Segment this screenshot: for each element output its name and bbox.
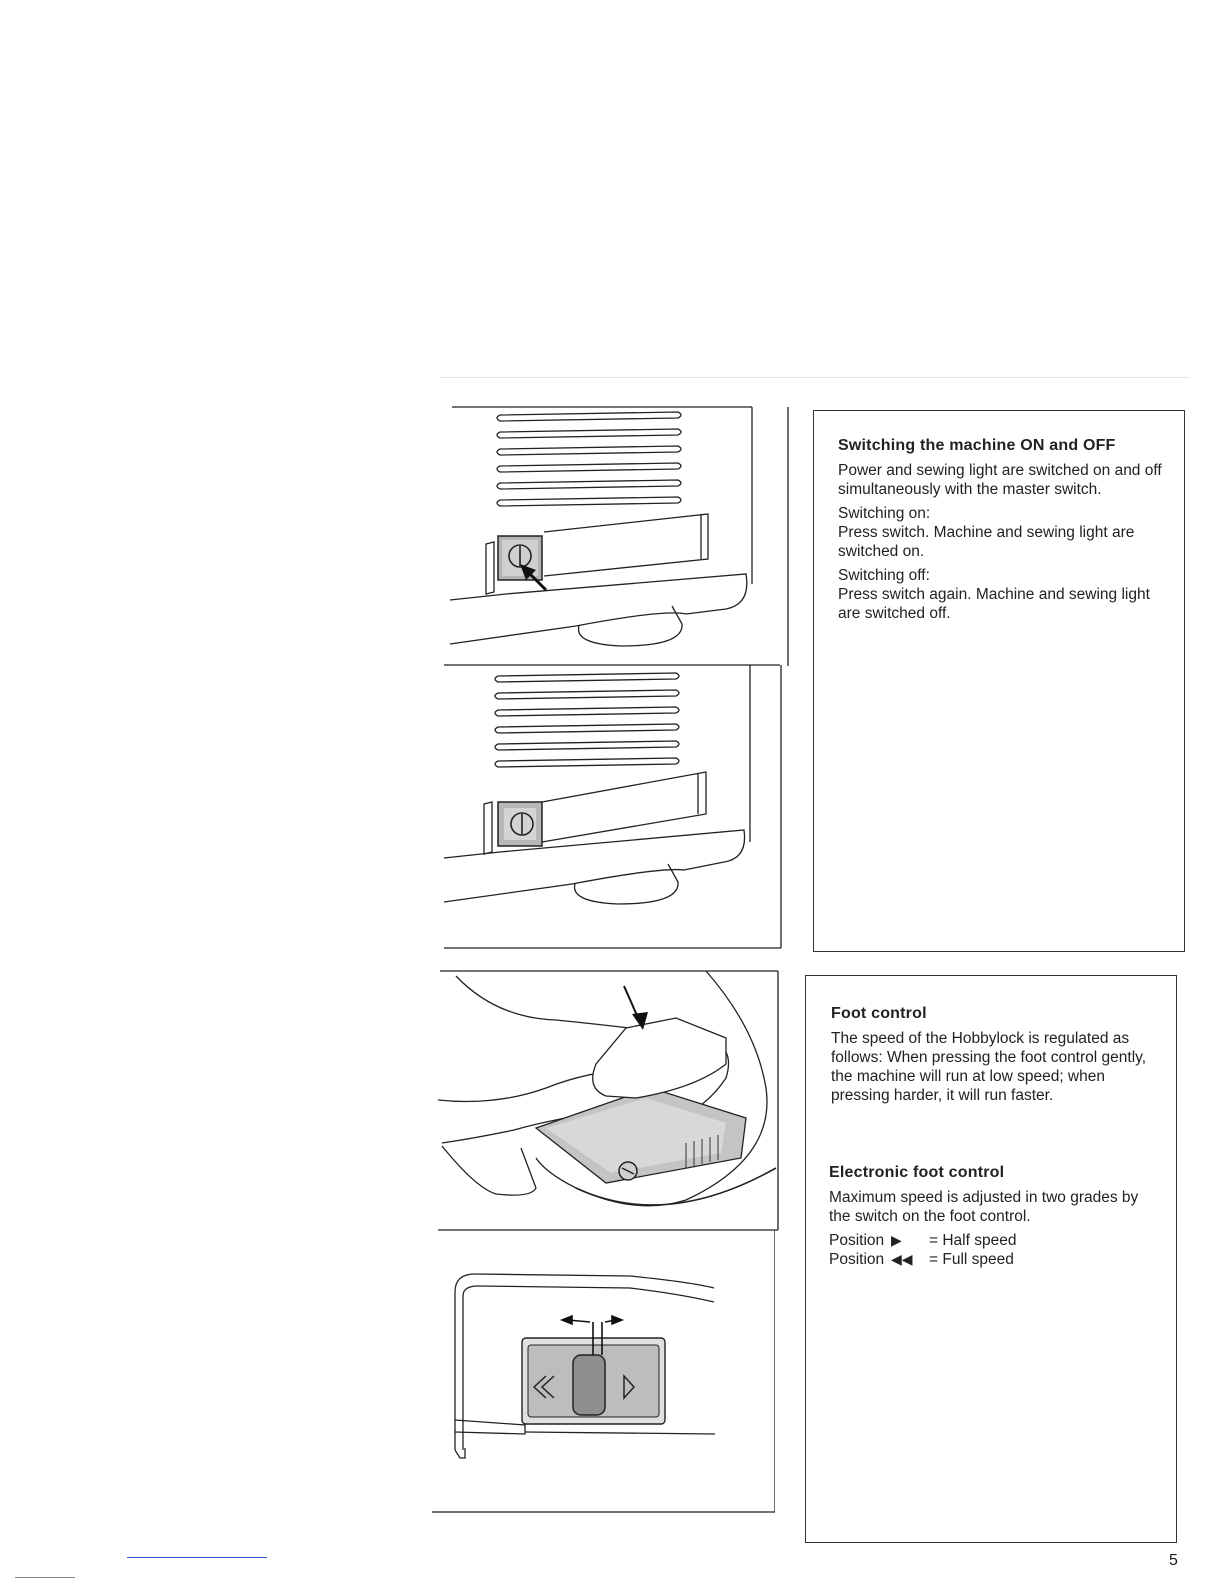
full-speed-value: = Full speed: [929, 1251, 1014, 1268]
half-speed-value: = Half speed: [929, 1232, 1017, 1249]
scan-mark: [15, 1577, 75, 1578]
foot-control-heading: Foot control: [831, 1005, 927, 1022]
switching-on-label: Switching on:: [838, 505, 931, 522]
arrow-icon: [520, 564, 548, 592]
master-switch-pressed-illustration: [449, 406, 789, 666]
position-label: Position: [829, 1251, 885, 1268]
scan-mark-blue: [127, 1557, 267, 1558]
foot-control-text: The speed of the Hobbylock is regulated …: [831, 1030, 1147, 1104]
electronic-foot-control-section: Electronic foot control Maximum speed is…: [829, 1163, 1154, 1269]
foot-control-section: Foot control The speed of the Hobbylock …: [831, 1004, 1151, 1110]
power-heading: Switching the machine ON and OFF: [838, 437, 1116, 454]
play-icon: ▶: [891, 1232, 902, 1248]
position-half-speed: Position ▶ = Half speed: [829, 1231, 1154, 1250]
master-switch-released-illustration: [443, 664, 782, 949]
page-number: 5: [1169, 1552, 1178, 1569]
power-intro: Power and sewing light are switched on a…: [838, 462, 1162, 498]
scan-line: [440, 377, 1190, 378]
rewind-icon: ◀◀: [891, 1251, 913, 1267]
foot-control-illustration: [437, 970, 779, 1231]
left-right-arrows-icon: [559, 1314, 625, 1355]
switching-off-text: Press switch again. Machine and sewing l…: [838, 586, 1150, 622]
position-full-speed: Position ◀◀ = Full speed: [829, 1250, 1154, 1269]
speed-switch-illustration: [432, 1230, 775, 1513]
switching-on-text: Press switch. Machine and sewing light a…: [838, 524, 1135, 560]
foot-control-info-panel: [805, 975, 1177, 1543]
power-info-panel: [813, 410, 1185, 952]
electronic-text: Maximum speed is adjusted in two grades …: [829, 1189, 1139, 1225]
electronic-heading: Electronic foot control: [829, 1164, 1005, 1181]
arrow-down-icon: [623, 985, 648, 1030]
switching-off-label: Switching off:: [838, 567, 930, 584]
position-label: Position: [829, 1232, 885, 1249]
power-section: Switching the machine ON and OFF Power a…: [838, 436, 1163, 628]
